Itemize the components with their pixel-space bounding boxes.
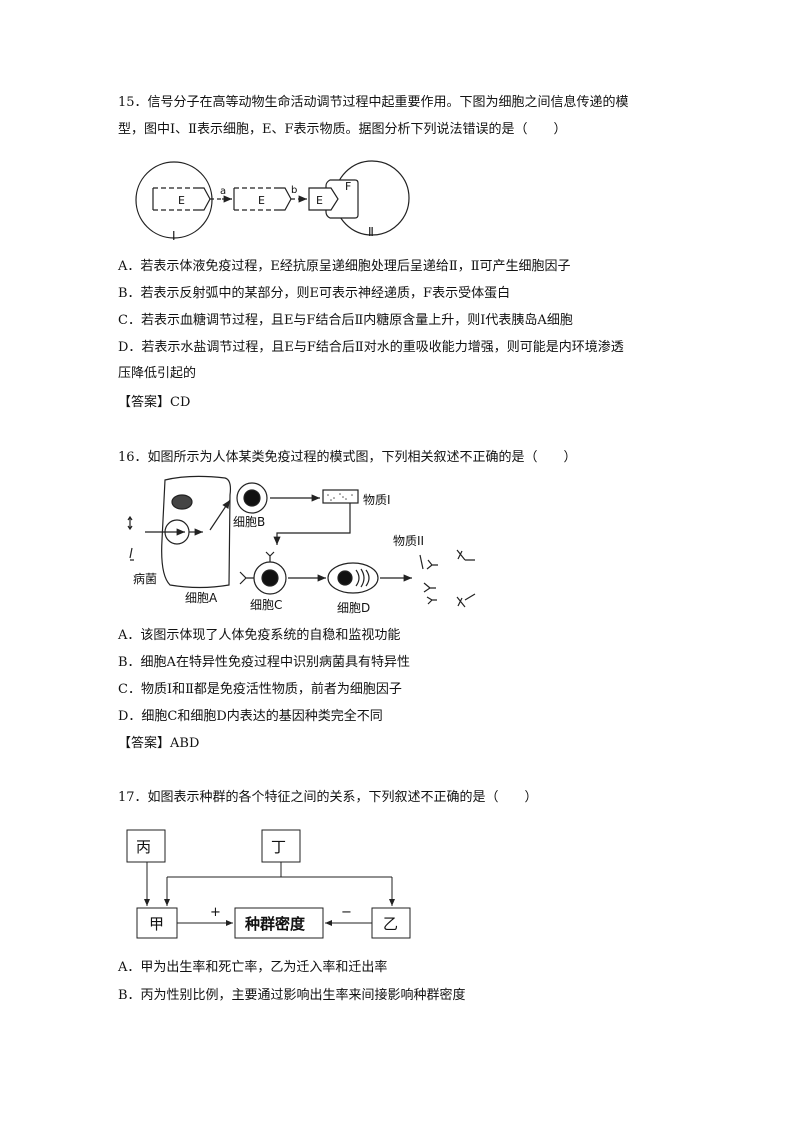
svg-text:E: E xyxy=(178,194,185,207)
svg-text:甲: 甲 xyxy=(149,915,164,933)
svg-text:种群密度: 种群密度 xyxy=(244,915,306,933)
cell-a xyxy=(161,475,232,589)
svg-text:E: E xyxy=(316,194,323,207)
q16-option-c: C．物质Ⅰ和Ⅱ都是免疫活性物质，前者为细胞因子 xyxy=(118,682,402,697)
q15-stem-line2: 型，图中Ⅰ、Ⅱ表示细胞，E、F表示物质。据图分析下列说法错误的是（ ） xyxy=(118,122,567,137)
svg-text:b: b xyxy=(291,185,297,196)
svg-text:+: + xyxy=(210,905,221,920)
q16-stem: 16．如图所示为人体某类免疫过程的模式图，下列相关叙述不正确的是（ ） xyxy=(118,450,577,465)
q17-stem: 17．如图表示种群的各个特征之间的关系，下列叙述不正确的是（ ） xyxy=(118,790,538,805)
svg-text:丙: 丙 xyxy=(136,838,151,856)
cell-b xyxy=(236,482,268,514)
q15-option-c: C．若表示血糖调节过程，且E与F结合后Ⅱ内糖原含量上升，则Ⅰ代表胰岛A细胞 xyxy=(118,313,573,328)
q16-option-d: D．细胞C和细胞D内表达的基因种类完全不同 xyxy=(118,709,383,724)
svg-text:Ⅱ: Ⅱ xyxy=(368,225,374,239)
q17-option-b: B．丙为性别比例，主要通过影响出生率来间接影响种群密度 xyxy=(118,988,466,1003)
cell-c xyxy=(253,561,287,595)
q15-stem-line1: 15．信号分子在高等动物生命活动调节过程中起重要作用。下图为细胞之间信息传递的模 xyxy=(118,95,629,110)
svg-text:物质II: 物质II xyxy=(393,534,424,548)
q17-option-a: A．甲为出生率和死亡率，乙为迁入率和迁出率 xyxy=(118,960,388,975)
q16-option-a: A．该图示体现了人体免疫系统的自稳和监视功能 xyxy=(118,628,401,643)
svg-text:病菌: 病菌 xyxy=(133,571,157,586)
svg-text:细胞B: 细胞B xyxy=(233,515,265,529)
svg-text:细胞D: 细胞D xyxy=(337,601,370,615)
cell-d xyxy=(327,562,379,594)
svg-text:F: F xyxy=(345,180,351,193)
q16-answer: 【答案】ABD xyxy=(118,736,200,751)
svg-text:细胞A: 细胞A xyxy=(185,591,218,605)
cell-i xyxy=(135,161,213,239)
cell-ii xyxy=(334,160,410,236)
q15-option-d: D．若表示水盐调节过程，且E与F结合后Ⅱ对水的重吸收能力增强，则可能是内环境渗透 xyxy=(118,340,624,355)
q16-option-b: B．细胞A在特异性免疫过程中识别病菌具有特异性 xyxy=(118,655,410,670)
svg-text:物质I: 物质I xyxy=(363,493,391,507)
svg-text:E: E xyxy=(258,194,265,207)
svg-text:乙: 乙 xyxy=(383,915,398,933)
svg-text:Ⅰ: Ⅰ xyxy=(172,229,176,243)
q15-answer: 【答案】CD xyxy=(118,395,191,410)
svg-text:细胞C: 细胞C xyxy=(250,598,282,612)
q15-option-b: B．若表示反射弧中的某部分，则E可表示神经递质，F表示受体蛋白 xyxy=(118,286,511,301)
svg-text:丁: 丁 xyxy=(271,838,286,856)
svg-text:a: a xyxy=(220,186,226,197)
svg-text:−: − xyxy=(341,905,352,920)
q15-option-a: A．若表示体液免疫过程，E经抗原呈递细胞处理后呈递给Ⅱ，Ⅱ可产生细胞因子 xyxy=(118,259,571,274)
q15-option-d-cont: 压降低引起的 xyxy=(118,366,197,381)
